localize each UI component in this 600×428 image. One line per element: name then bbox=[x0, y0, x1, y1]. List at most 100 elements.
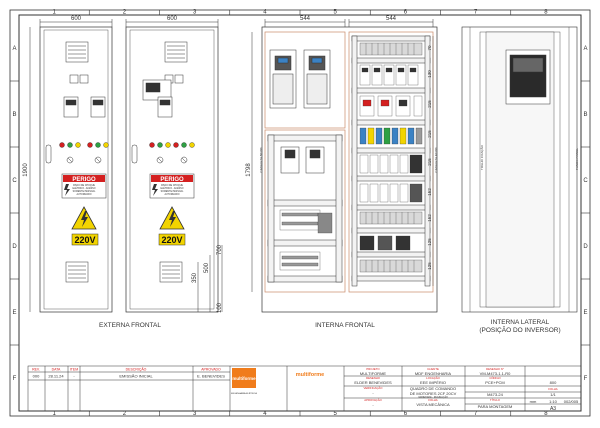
warning-line-4-left: AUTORIZADO bbox=[76, 193, 91, 196]
location-label: LOCAÇÃO bbox=[426, 375, 441, 380]
frame-column-label: 5 bbox=[333, 411, 337, 417]
rail-dim-2: 130 bbox=[427, 70, 432, 78]
drawing-no-label: DESENHO N° bbox=[486, 367, 504, 371]
logo-small-text: multiforme bbox=[296, 372, 324, 378]
hazard-triangle-left bbox=[71, 206, 97, 230]
dim-internal-left: 544 bbox=[300, 16, 311, 22]
terminal-row-4 bbox=[359, 211, 423, 225]
internal-front-caption: INTERNA FRONTAL bbox=[315, 322, 375, 329]
door-handles bbox=[45, 144, 138, 164]
frame-row-label: E bbox=[583, 310, 587, 316]
rail-dim-4: 215 bbox=[427, 130, 432, 138]
code-number: 800 bbox=[550, 380, 557, 385]
vent-grille-top-left bbox=[65, 41, 89, 63]
view-label: FOLHA bbox=[428, 398, 437, 402]
rail-dim-1: 70 bbox=[427, 45, 432, 51]
mounting-plate-left bbox=[264, 31, 346, 129]
terminal-row-5 bbox=[359, 259, 423, 273]
logo-tagline: ENGENHARIA ELÉTRICA bbox=[231, 392, 257, 395]
warning-title-right: PERIGO bbox=[160, 177, 184, 183]
side-labels: TRILHO FIXAÇÃO FUNDO PAINEL bbox=[479, 144, 579, 170]
inverter-keypads bbox=[63, 79, 173, 118]
frame-row-label: F bbox=[584, 376, 588, 382]
din-components-right bbox=[359, 42, 423, 273]
colored-relay-row bbox=[359, 127, 423, 145]
pages-value: 002/005 bbox=[564, 399, 579, 404]
frame-column-label: 1 bbox=[52, 10, 56, 16]
rail-dim-5: 215 bbox=[427, 158, 432, 166]
warning-sign-left: PERIGO RISCO DE CHOQUE ELÉTRICO - ACESSO… bbox=[61, 173, 107, 199]
dim-right-width: 600 bbox=[167, 16, 178, 22]
inverters-top bbox=[269, 49, 331, 109]
revision-table: REV. DATA ITEM DESCRIÇÃO APROVADO 000 28… bbox=[32, 367, 225, 379]
checked-label: VERIFICAÇÃO bbox=[364, 385, 384, 390]
rail-spacing-dimensions: 70 130 215 215 215 152 152 125 125 bbox=[427, 36, 434, 286]
sheet-label: FOLHA bbox=[548, 387, 557, 391]
duct-label-mid: CANALETA 40X80 bbox=[434, 147, 438, 172]
frame-column-label: 1 bbox=[52, 411, 56, 417]
company-logo-small: multiforme bbox=[296, 372, 324, 378]
title-block bbox=[27, 365, 582, 412]
sub-note: VARIEDADE - PAGINAÇÃO bbox=[418, 396, 448, 399]
approved-label: APROVAÇÃO bbox=[364, 397, 382, 402]
warning-title-left: PERIGO bbox=[72, 177, 96, 183]
warning-line-4-right: AUTORIZADO bbox=[164, 193, 179, 196]
warning-line-1-right: RISCO DE CHOQUE bbox=[161, 185, 183, 187]
dim-internal-height: 1798 bbox=[246, 163, 252, 177]
rev-header-desc: DESCRIÇÃO bbox=[126, 367, 147, 372]
rail-dim-9: 125 bbox=[427, 262, 432, 270]
rail-dim-7: 152 bbox=[427, 214, 432, 222]
checked-value: - bbox=[372, 390, 374, 395]
drawn-value: ELDER BENEVIDES bbox=[354, 380, 392, 385]
unit-value: mm bbox=[530, 399, 537, 404]
frame-column-label: 2 bbox=[123, 411, 127, 417]
purpose-value: PARA MONTAGEM bbox=[478, 404, 513, 409]
side-label-rail: TRILHO FIXAÇÃO bbox=[479, 144, 484, 170]
code-label: CÓDIGO bbox=[489, 375, 501, 380]
frame-column-label: 3 bbox=[193, 10, 197, 16]
vent-grille-top-right bbox=[164, 41, 188, 63]
frame-column-label: 2 bbox=[123, 10, 127, 16]
rev-header-rev: REV. bbox=[32, 368, 40, 372]
rev-row-rev: 000 bbox=[33, 374, 40, 379]
frame-row-label: C bbox=[12, 178, 17, 184]
scale-value: 1:10 bbox=[549, 399, 558, 404]
din-rails-right bbox=[351, 35, 431, 287]
project-no: M473-24 bbox=[487, 392, 504, 397]
warning-line-3-left: SOMENTE PESSOAL bbox=[73, 190, 96, 193]
warning-line-3-right: SOMENTE PESSOAL bbox=[161, 190, 184, 193]
frame-row-label: F bbox=[13, 376, 17, 382]
dim-700: 700 bbox=[217, 244, 223, 255]
frame-row-label: B bbox=[12, 112, 16, 118]
client-label: CLIENTE bbox=[427, 367, 439, 371]
rev-header-date: DATA bbox=[52, 368, 61, 372]
frame-column-label: 7 bbox=[474, 10, 478, 16]
high-voltage-icon bbox=[169, 211, 176, 227]
frame-column-label: 6 bbox=[404, 411, 408, 417]
paper-size: A3 bbox=[550, 406, 556, 412]
frame-column-label: 8 bbox=[544, 10, 548, 16]
frame-column-label: 4 bbox=[263, 411, 267, 417]
power-supply-row bbox=[359, 235, 411, 251]
inverter-side-view bbox=[505, 49, 551, 105]
warning-line-2-left: ELÉTRICO - ACESSO bbox=[73, 187, 96, 190]
terminal-block-row bbox=[359, 42, 423, 56]
title-block-fields: PROJETO MULTIFORME DESENHO ELDER BENEVID… bbox=[354, 367, 579, 412]
frame-column-label: 5 bbox=[333, 10, 337, 16]
breaker-row-1 bbox=[359, 64, 419, 86]
relay-row-2 bbox=[359, 154, 423, 174]
rev-header-approved: APROVADO bbox=[201, 368, 221, 372]
vent-grille-bottom-right bbox=[159, 261, 183, 283]
code-value: PCE+PCM bbox=[485, 380, 504, 385]
internal-side-caption-2: (POSIÇÃO DO INVERSOR) bbox=[479, 325, 560, 334]
frame-row-label: D bbox=[12, 244, 17, 250]
duct-label-left: CANALETA 80X80 bbox=[259, 147, 263, 172]
rev-header-item: ITEM bbox=[70, 368, 78, 372]
warning-line-1-left: RISCO DE CHOQUE bbox=[73, 185, 95, 187]
drawn-label: DESENHO bbox=[366, 376, 381, 380]
rail-dim-8: 125 bbox=[427, 238, 432, 246]
voltage-labels: 220V 220V bbox=[71, 233, 186, 246]
dim-500: 500 bbox=[204, 262, 210, 273]
